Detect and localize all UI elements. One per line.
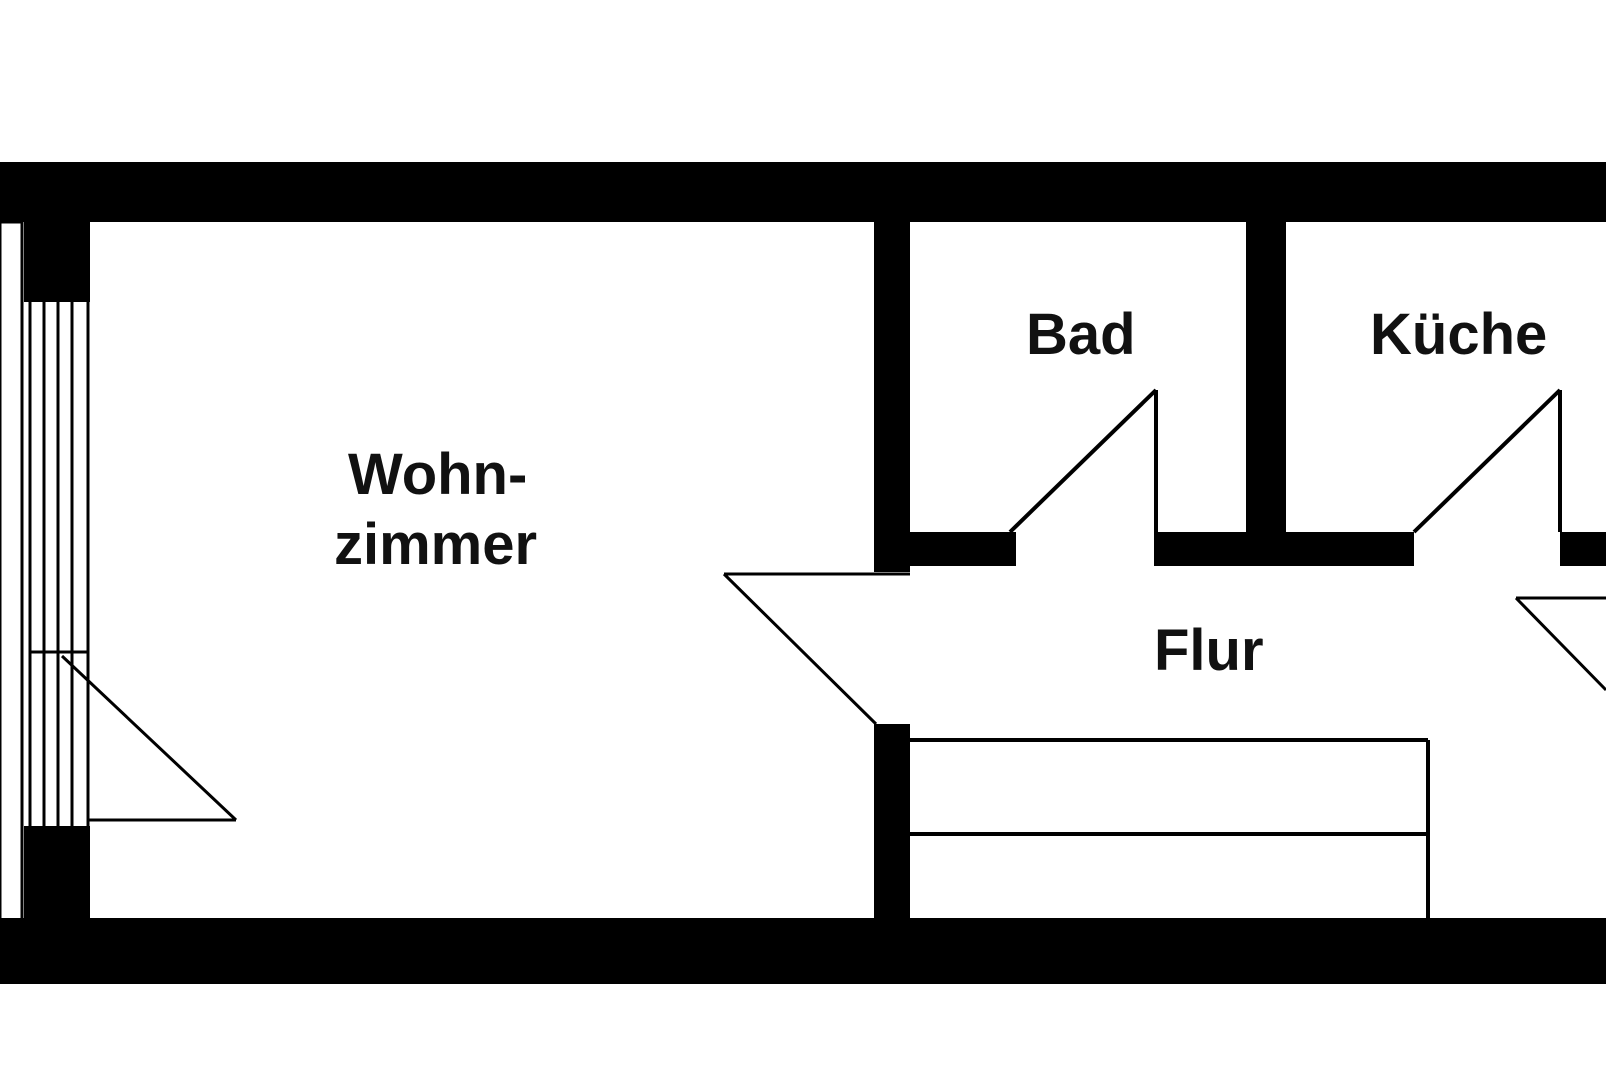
left-wall-lower: [24, 826, 90, 918]
left-wall-upper: [24, 222, 90, 302]
wall-wohnzimmer-upper: [874, 222, 910, 572]
window-frame: [28, 302, 90, 826]
wall-bad-kueche: [1246, 222, 1286, 532]
wall-bad-bottom-left: [874, 532, 1016, 566]
label-flur: Flur: [1154, 618, 1264, 683]
outer-wall-bottom: [0, 918, 1606, 984]
wall-wohnzimmer-lower: [874, 724, 910, 918]
built-in-wardrobe: [910, 738, 1430, 918]
kueche-door-swing: [1412, 388, 1562, 534]
bad-door-swing: [1008, 388, 1158, 534]
wall-kueche-bottom-right: [1560, 532, 1606, 566]
entrance-door-swing: [1514, 596, 1606, 692]
left-edge-outline: [0, 220, 24, 942]
window-door-swing: [60, 654, 238, 822]
label-wohnzimmer-line1: Wohn-: [348, 442, 527, 507]
label-wohnzimmer-line2: zimmer: [334, 512, 537, 577]
label-bad: Bad: [1026, 302, 1136, 367]
label-kueche: Küche: [1370, 302, 1547, 367]
wohnzimmer-door-swing: [722, 572, 910, 726]
wall-kueche-bottom-left: [1246, 532, 1414, 566]
outer-wall-top: [0, 162, 1606, 222]
